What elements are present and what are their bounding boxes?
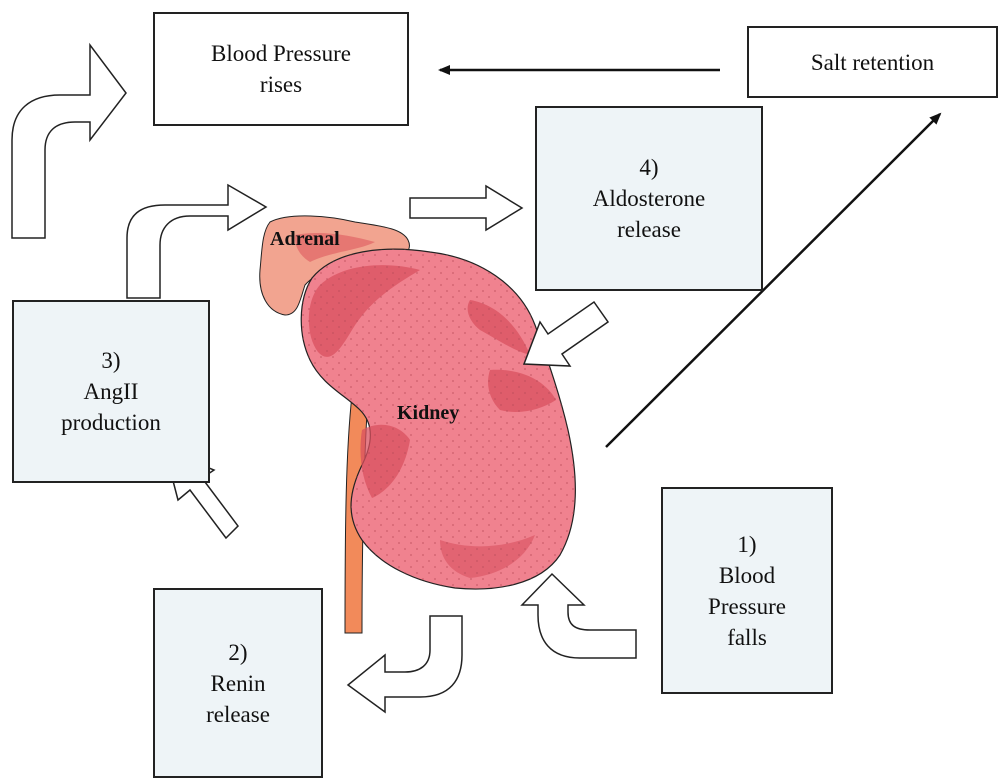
bp-falls-line-2: Pressure <box>708 591 786 622</box>
box-bp-falls: 1) Blood Pressure falls <box>661 487 833 694</box>
renin-line-2: release <box>206 699 270 730</box>
bp-falls-step: 1) <box>737 529 756 560</box>
box-renin: 2) Renin release <box>153 588 323 778</box>
box-angii: 3) AngII production <box>12 300 210 483</box>
kidney-label: Kidney <box>397 402 459 425</box>
box-bp-rises: Blood Pressure rises <box>153 12 409 126</box>
arrow-adrenal-to-aldosterone <box>410 186 522 230</box>
aldosterone-step: 4) <box>639 152 658 183</box>
box-aldosterone: 4) Aldosterone release <box>535 106 763 291</box>
salt-retention-line-1: Salt retention <box>811 47 934 78</box>
bp-falls-line-1: Blood <box>719 560 775 591</box>
arrow-aldosterone-to-kidney <box>524 302 608 366</box>
renin-line-1: Renin <box>211 668 266 699</box>
curved-arrow-bp-falls-to-kidney <box>522 574 636 658</box>
bp-rises-line-1: Blood Pressure <box>211 38 351 69</box>
angii-line-1: AngII <box>84 376 139 407</box>
curved-arrow-angii-to-adrenal <box>127 185 266 298</box>
adrenal-label: Adrenal <box>270 228 340 251</box>
angii-step: 3) <box>101 345 120 376</box>
aldosterone-line-1: Aldosterone <box>593 183 705 214</box>
bp-rises-line-2: rises <box>260 69 302 100</box>
curved-arrow-angii-to-bp-rises <box>12 45 126 238</box>
box-salt-retention: Salt retention <box>747 26 998 98</box>
renin-step: 2) <box>228 637 247 668</box>
aldosterone-line-2: release <box>617 214 681 245</box>
bp-falls-line-3: falls <box>727 622 767 653</box>
angii-line-2: production <box>61 407 161 438</box>
curved-arrow-kidney-to-renin <box>348 616 462 712</box>
